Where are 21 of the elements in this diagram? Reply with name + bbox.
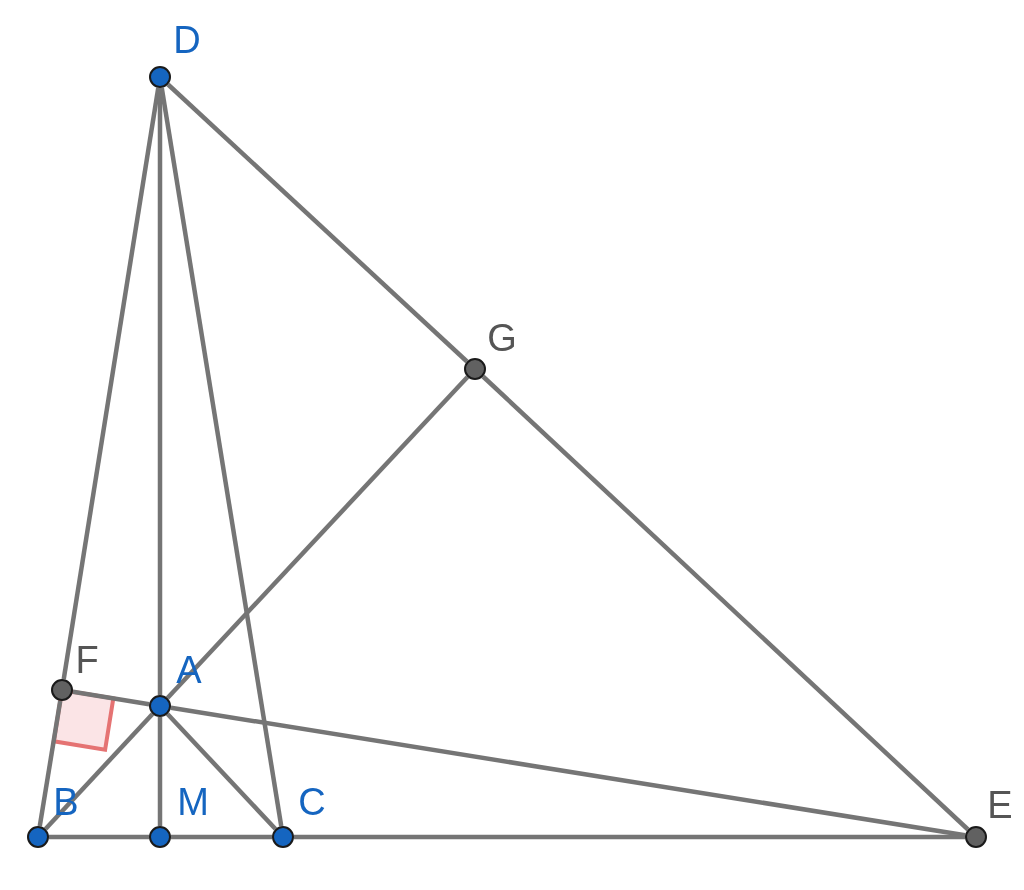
point-label: E [987, 786, 1013, 824]
line-segment [43, 712, 155, 831]
line-segment [37, 700, 63, 827]
point-label: D [173, 21, 201, 59]
line-segment [171, 834, 272, 840]
line-segment [159, 87, 284, 827]
line-segment [294, 834, 965, 840]
line-segment [481, 374, 970, 832]
line-segment [157, 717, 163, 826]
point-label: C [298, 783, 326, 821]
line-segment [49, 834, 149, 840]
line-segment [165, 712, 278, 831]
point-label: F [75, 641, 99, 679]
line-segment [170, 705, 966, 838]
line-segment [165, 375, 470, 700]
line-segment [157, 88, 163, 695]
point-label: M [177, 783, 209, 821]
line-segment [61, 87, 161, 680]
line-segment [72, 689, 150, 707]
point-label: G [487, 319, 517, 357]
line-segment [166, 82, 469, 364]
